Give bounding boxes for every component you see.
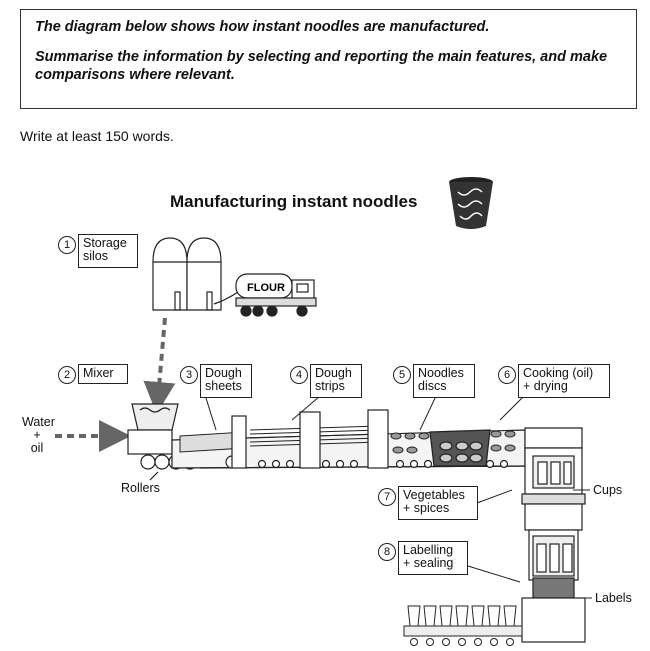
silo-to-mixer-arrow	[143, 317, 176, 414]
step-5-line2: discs	[418, 379, 447, 393]
task-line-2: Summarise the information by selecting a…	[35, 49, 608, 83]
step-number-2: 2	[58, 366, 76, 384]
water-oil-label: Water + oil	[22, 415, 55, 455]
mixer	[127, 403, 179, 455]
step-5-line1: Noodles	[418, 366, 464, 380]
labels-tag: Labels	[595, 591, 632, 605]
oil-text: oil	[30, 441, 44, 455]
cooking-tank	[429, 429, 491, 467]
step-8-line1: Labelling	[403, 543, 454, 557]
step-number-3: 3	[180, 366, 198, 384]
step-label-mixer: Mixer	[78, 364, 128, 384]
step-8-line2: + sealing	[403, 556, 454, 570]
step-number-8: 8	[378, 543, 396, 561]
step-number-4: 4	[290, 366, 308, 384]
step-label-vegetables-spices: Vegetables + spices	[398, 486, 478, 520]
flour-truck	[235, 273, 317, 317]
finished-cups	[403, 605, 523, 646]
rollers-label: Rollers	[121, 481, 160, 495]
noodle-discs	[390, 430, 516, 454]
labelling-machine	[521, 503, 586, 643]
truck-label: FLOUR	[247, 282, 285, 294]
step-4-line2: strips	[315, 379, 345, 393]
cutter-stations	[231, 409, 389, 469]
storage-silos	[152, 237, 239, 311]
diagram-title: Manufacturing instant noodles	[170, 192, 418, 211]
step-label-noodles-discs: Noodles discs	[413, 364, 475, 398]
step-2-line1: Mixer	[83, 366, 114, 380]
cups-label: Cups	[593, 483, 623, 497]
task-box: The diagram below shows how instant nood…	[20, 9, 637, 109]
word-instruction: Write at least 150 words.	[20, 128, 174, 144]
filling-machine	[521, 427, 586, 505]
step-1-line1: Storage	[83, 236, 127, 250]
task-line-1: The diagram below shows how instant nood…	[35, 19, 490, 35]
step-4-line1: Dough	[315, 366, 352, 380]
step-1-line2: silos	[83, 249, 109, 263]
plus-text: +	[33, 428, 41, 442]
step-number-5: 5	[393, 366, 411, 384]
noodle-cup-icon	[449, 177, 493, 229]
step-7-line1: Vegetables	[403, 488, 465, 502]
step-label-dough-sheets: Dough sheets	[200, 364, 252, 398]
step-number-6: 6	[498, 366, 516, 384]
step-label-storage-silos: Storage silos	[78, 234, 138, 268]
step-6-line1: Cooking (oil)	[523, 366, 594, 380]
step-number-7: 7	[378, 488, 396, 506]
water-text: Water	[22, 415, 55, 429]
callout-lines	[205, 395, 592, 599]
step-label-labelling-sealing: Labelling + sealing	[398, 541, 468, 575]
step-number-1: 1	[58, 236, 76, 254]
step-3-line2: sheets	[205, 379, 242, 393]
step-label-dough-strips: Dough strips	[310, 364, 362, 398]
step-label-cooking-drying: Cooking (oil) + drying	[518, 364, 610, 398]
step-7-line2: + spices	[403, 501, 450, 515]
step-3-line1: Dough	[205, 366, 242, 380]
step-6-line2: + drying	[523, 379, 568, 393]
